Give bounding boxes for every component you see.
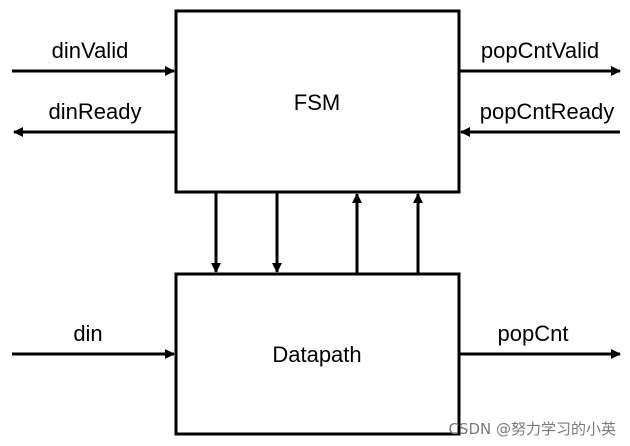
- datapath-label: Datapath: [272, 342, 361, 367]
- fsm-block: [174, 9, 461, 194]
- pop-cnt-label: popCnt: [498, 321, 569, 346]
- din-valid-label: dinValid: [52, 38, 129, 63]
- pop-cnt-valid-label: popCntValid: [481, 38, 599, 63]
- pop-cnt-ready-label: popCntReady: [480, 99, 615, 124]
- din-label: din: [73, 321, 102, 346]
- fsm-label: FSM: [294, 90, 340, 115]
- din-ready-label: dinReady: [49, 99, 142, 124]
- datapath-block: [174, 272, 461, 436]
- watermark-text: CSDN @努力学习的小英: [448, 420, 616, 438]
